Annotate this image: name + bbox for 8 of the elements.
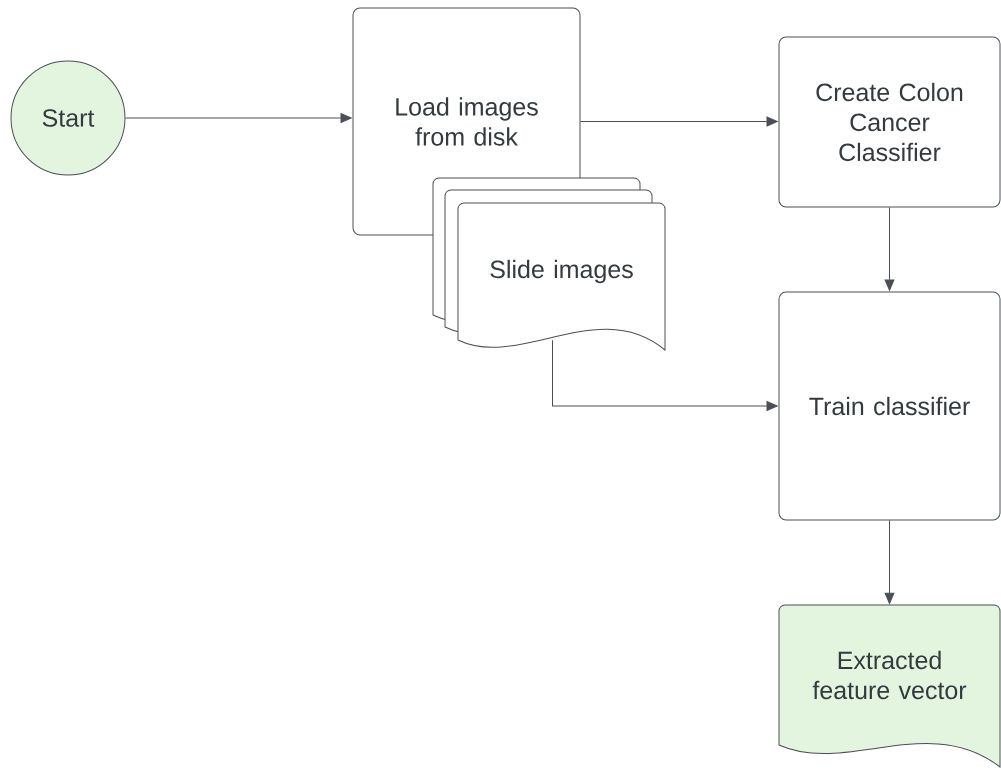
arrow	[125, 113, 352, 123]
process-box: Create Colon Cancer Classifier	[778, 36, 1001, 208]
arrow	[580, 116, 778, 127]
arrow	[884, 207, 895, 291]
process-box: Train classifier	[778, 291, 1001, 521]
arrow	[552, 339, 778, 411]
arrow	[884, 520, 895, 604]
document-stack: Slide images	[432, 177, 666, 351]
